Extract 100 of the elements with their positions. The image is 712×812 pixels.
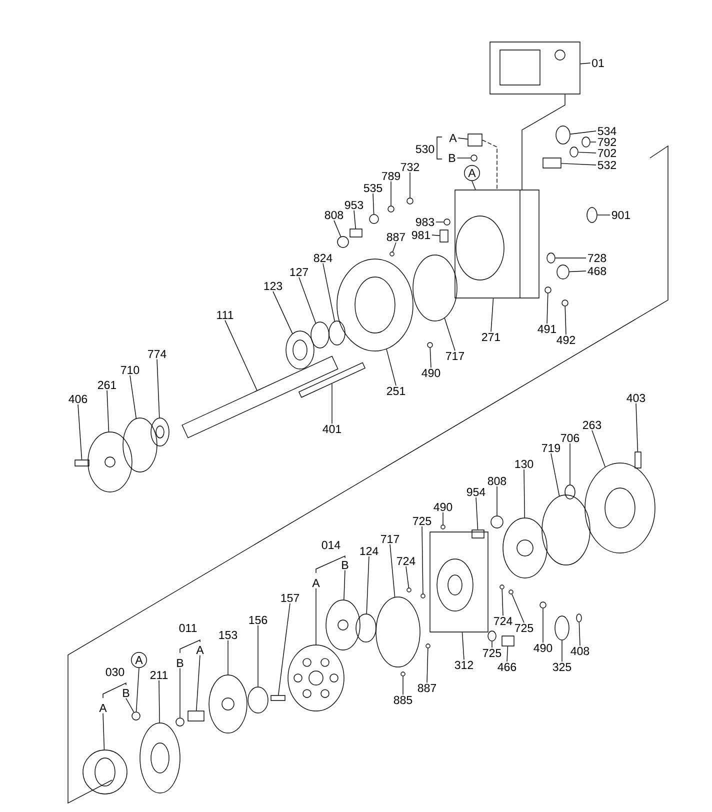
callout-number: B: [449, 154, 456, 162]
callout-number: 211: [150, 671, 168, 680]
pump-part: [544, 286, 552, 294]
pump-part: [270, 695, 286, 701]
callout-number: 953: [344, 200, 364, 210]
callout-number: 157: [281, 594, 299, 602]
pump-part: [502, 636, 514, 646]
leader-line: [472, 180, 476, 190]
leader-line: [570, 130, 596, 134]
callout-number: 466: [498, 662, 516, 672]
leader-line: [354, 210, 356, 229]
callout-number: 401: [322, 424, 342, 434]
callout-number: 981: [412, 230, 430, 240]
callout-number: A: [312, 579, 320, 587]
pump-part: [564, 484, 576, 500]
pump-part: [286, 330, 314, 370]
leader-line: [546, 293, 548, 324]
pump-part: [420, 594, 426, 598]
pump-part: [74, 460, 90, 466]
leader-line: [458, 138, 468, 140]
circled-letter: A: [131, 652, 147, 668]
leader-line: [224, 320, 258, 391]
pump-part: [500, 584, 504, 590]
leader-line: [569, 270, 586, 272]
callout-number: 492: [556, 336, 575, 344]
callout-number: 312: [454, 660, 473, 670]
callout-number: 490: [434, 502, 452, 512]
leader-line: [502, 589, 504, 616]
callout-number: 728: [588, 254, 606, 262]
pump-part: [576, 614, 582, 622]
leader-line: [130, 375, 137, 419]
group-number: 014: [322, 540, 340, 550]
callout-number: A: [196, 646, 204, 654]
leader-line: [462, 632, 464, 660]
leader-line: [561, 163, 596, 166]
pump-part: [508, 590, 514, 594]
pump-part: [440, 230, 448, 242]
leader-line: [580, 62, 591, 64]
callout-number: 983: [416, 218, 434, 226]
callout-number: 535: [364, 184, 382, 192]
callout-number: 127: [290, 268, 308, 276]
pump-part: [542, 158, 562, 168]
pump-part: [400, 672, 406, 676]
leader-line: [106, 390, 110, 432]
leader-line: [490, 298, 494, 332]
leader-line: [406, 566, 410, 588]
pump-part: [582, 136, 590, 148]
pump-part: [542, 494, 590, 566]
pump-part: [176, 718, 184, 726]
leader-line: [506, 646, 508, 662]
pump-part: [490, 516, 504, 528]
leader-line: [278, 603, 290, 696]
pump-part: [208, 674, 248, 734]
callout-number: 490: [422, 368, 440, 378]
callout-number: 732: [401, 162, 419, 172]
callout-number: 123: [264, 282, 282, 290]
leader-line: [298, 277, 316, 324]
callout-number: 491: [538, 324, 556, 334]
callout-number: 774: [148, 350, 166, 358]
callout-number: 824: [314, 254, 332, 262]
pump-part: [406, 198, 414, 204]
pump-part: [412, 254, 458, 322]
leader-line: [542, 608, 544, 643]
callout-number: 789: [382, 172, 400, 180]
pump-part: [140, 722, 180, 794]
leader-line: [322, 263, 335, 322]
callout-number: B: [177, 659, 184, 667]
pump-part: [350, 228, 362, 238]
callout-number: 261: [98, 380, 116, 390]
callout-number: 490: [534, 644, 552, 652]
leader-line: [344, 570, 346, 600]
pump-part: [132, 712, 140, 720]
pump-part: [454, 190, 540, 298]
leader-line: [564, 306, 566, 335]
callout-number: 156: [249, 616, 268, 624]
group-number: 530: [416, 144, 434, 154]
pump-part: [586, 207, 598, 223]
pump-part: [406, 588, 412, 592]
leader-line: [272, 291, 293, 334]
callout-number: 153: [219, 630, 238, 640]
callout-number: 717: [381, 535, 399, 543]
callout-number: 534: [598, 126, 616, 136]
callout-number: 403: [626, 394, 646, 402]
callout-number: 706: [561, 434, 580, 442]
callout-number: 325: [552, 662, 572, 672]
pump-part: [390, 252, 394, 256]
callout-number: 111: [217, 311, 234, 319]
callout-number: 532: [598, 160, 616, 170]
callout-number: 468: [588, 266, 606, 276]
pump-part: [376, 596, 420, 668]
pump-part: [356, 614, 376, 642]
pump-part: [554, 616, 570, 640]
callout-number: B: [123, 689, 130, 697]
leader-line: [390, 544, 396, 598]
pump-part: [488, 630, 496, 642]
pump-part: [328, 320, 346, 346]
pump-part: [556, 264, 570, 280]
callout-number: 406: [68, 394, 88, 404]
callout-number: 263: [582, 420, 602, 430]
pump-part: [540, 602, 546, 608]
